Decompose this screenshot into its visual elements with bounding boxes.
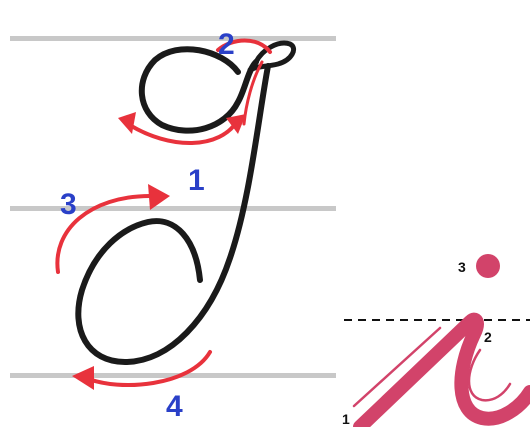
right-panel: 3 1 2 [342, 254, 530, 427]
letter-top-loop [247, 40, 296, 73]
stroke-arrow-2 [216, 38, 272, 54]
stroke-arrow-2b [242, 60, 264, 126]
arrowhead-1 [118, 112, 136, 134]
guide-stroke-1 [352, 326, 442, 408]
guide-stroke-2 [467, 348, 512, 402]
right-step-number-2: 2 [484, 329, 492, 345]
right-step-number-3: 3 [458, 259, 466, 275]
arrowhead-3 [148, 184, 170, 210]
stroke-arrow-1 [126, 118, 240, 145]
arrowhead-bowl-right [226, 114, 246, 134]
ruling-line-bottom [10, 373, 336, 378]
letter-upper-bowl [138, 46, 259, 134]
left-panel: 1 2 3 4 [10, 28, 336, 423]
step-number-1: 1 [188, 164, 205, 197]
step-number-3: 3 [60, 188, 77, 221]
arrowhead-4 [72, 366, 94, 390]
letter-descender [75, 63, 271, 366]
ruling-line-top [10, 36, 336, 41]
stroke-arrow-4 [84, 350, 212, 388]
right-step-number-1: 1 [342, 411, 350, 427]
ruling-line-middle [10, 206, 336, 211]
stroke-arrow-3 [55, 194, 152, 274]
step-number-2: 2 [218, 28, 235, 61]
step-number-4: 4 [166, 390, 183, 423]
dot-stroke [476, 254, 500, 278]
letter-stroke-main [353, 312, 530, 427]
